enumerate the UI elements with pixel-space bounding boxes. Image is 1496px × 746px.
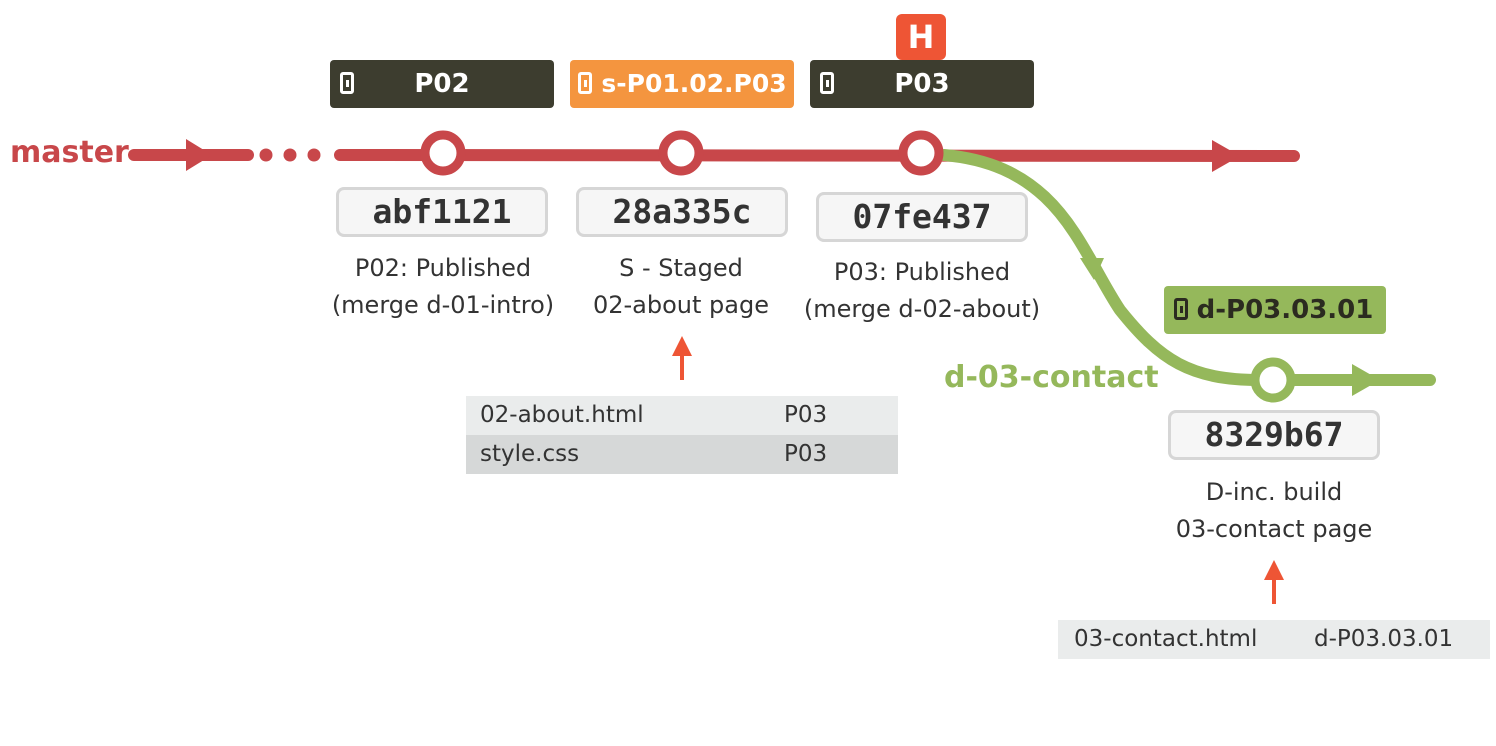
commit-sha: 8329b67 [1168,410,1380,460]
arrowhead-icon [1080,258,1104,280]
file-table: 03-contact.html d-P03.03.01 [1058,620,1490,659]
commit-node [420,130,466,176]
tag-label: s-P01.02.P03 [601,69,787,98]
tag-p03: P03 [810,60,1034,108]
file-table: 02-about.html P03 style.css P03 [466,396,898,474]
commit-node [1250,357,1296,403]
commit-message-line: (merge d-02-about) [803,295,1041,323]
commit-message-line: P02: Published [354,254,532,282]
commit-node [898,130,944,176]
branch-label-master: master [10,135,129,170]
tag-icon [1174,298,1188,320]
file-name: style.css [480,441,580,467]
tag-icon [340,72,354,94]
tag-dev: d-P03.03.01 [1164,286,1386,334]
arrowhead-icon [1352,364,1380,396]
tag-label: P03 [894,69,950,99]
file-pointer-arrow [672,336,692,380]
file-row: 03-contact.html d-P03.03.01 [1058,620,1490,659]
file-row: style.css P03 [466,435,898,474]
commit-sha: 07fe437 [816,192,1028,242]
ellipsis-dot [283,148,297,162]
tag-label: d-P03.03.01 [1196,295,1374,325]
file-pointer-arrow [1264,560,1284,604]
commit-node [658,130,704,176]
arrowhead-icon [1212,140,1240,172]
tag-icon [820,72,834,94]
commit-message-line: D-inc. build [1205,478,1343,506]
tag-p02: P02 [330,60,554,108]
file-name: 02-about.html [480,402,644,428]
commit-message: S - Staged 02-about page [556,250,806,324]
file-version: P03 [784,441,828,467]
tag-icon [578,72,592,94]
commit-message-line: S - Staged [619,254,743,282]
commit-message-line: 03-contact page [1175,515,1373,543]
commit-message: P03: Published (merge d-02-about) [792,254,1052,328]
commit-message-line: (merge d-01-intro) [331,291,555,319]
feature-branch-line [938,149,1436,396]
commit-message-line: 02-about page [592,291,769,319]
file-row: 02-about.html P03 [466,396,898,435]
arrowhead-icon [186,139,212,171]
branch-label-feature: d-03-contact [944,360,1159,395]
commit-message: D-inc. build 03-contact page [1149,474,1399,548]
commit-sha: abf1121 [336,187,548,237]
tag-label: P02 [414,69,470,99]
head-badge: H [896,14,946,60]
commit-sha: 28a335c [576,187,788,237]
ellipsis-dot [307,148,321,162]
master-branch-line [128,139,1300,172]
file-name: 03-contact.html [1074,626,1258,652]
file-version: P03 [784,402,828,428]
commit-message: P02: Published (merge d-01-intro) [318,250,568,324]
ellipsis-dot [259,148,273,162]
file-version: d-P03.03.01 [1314,626,1454,652]
commit-message-line: P03: Published [833,258,1011,286]
tag-staged: s-P01.02.P03 [570,60,794,108]
